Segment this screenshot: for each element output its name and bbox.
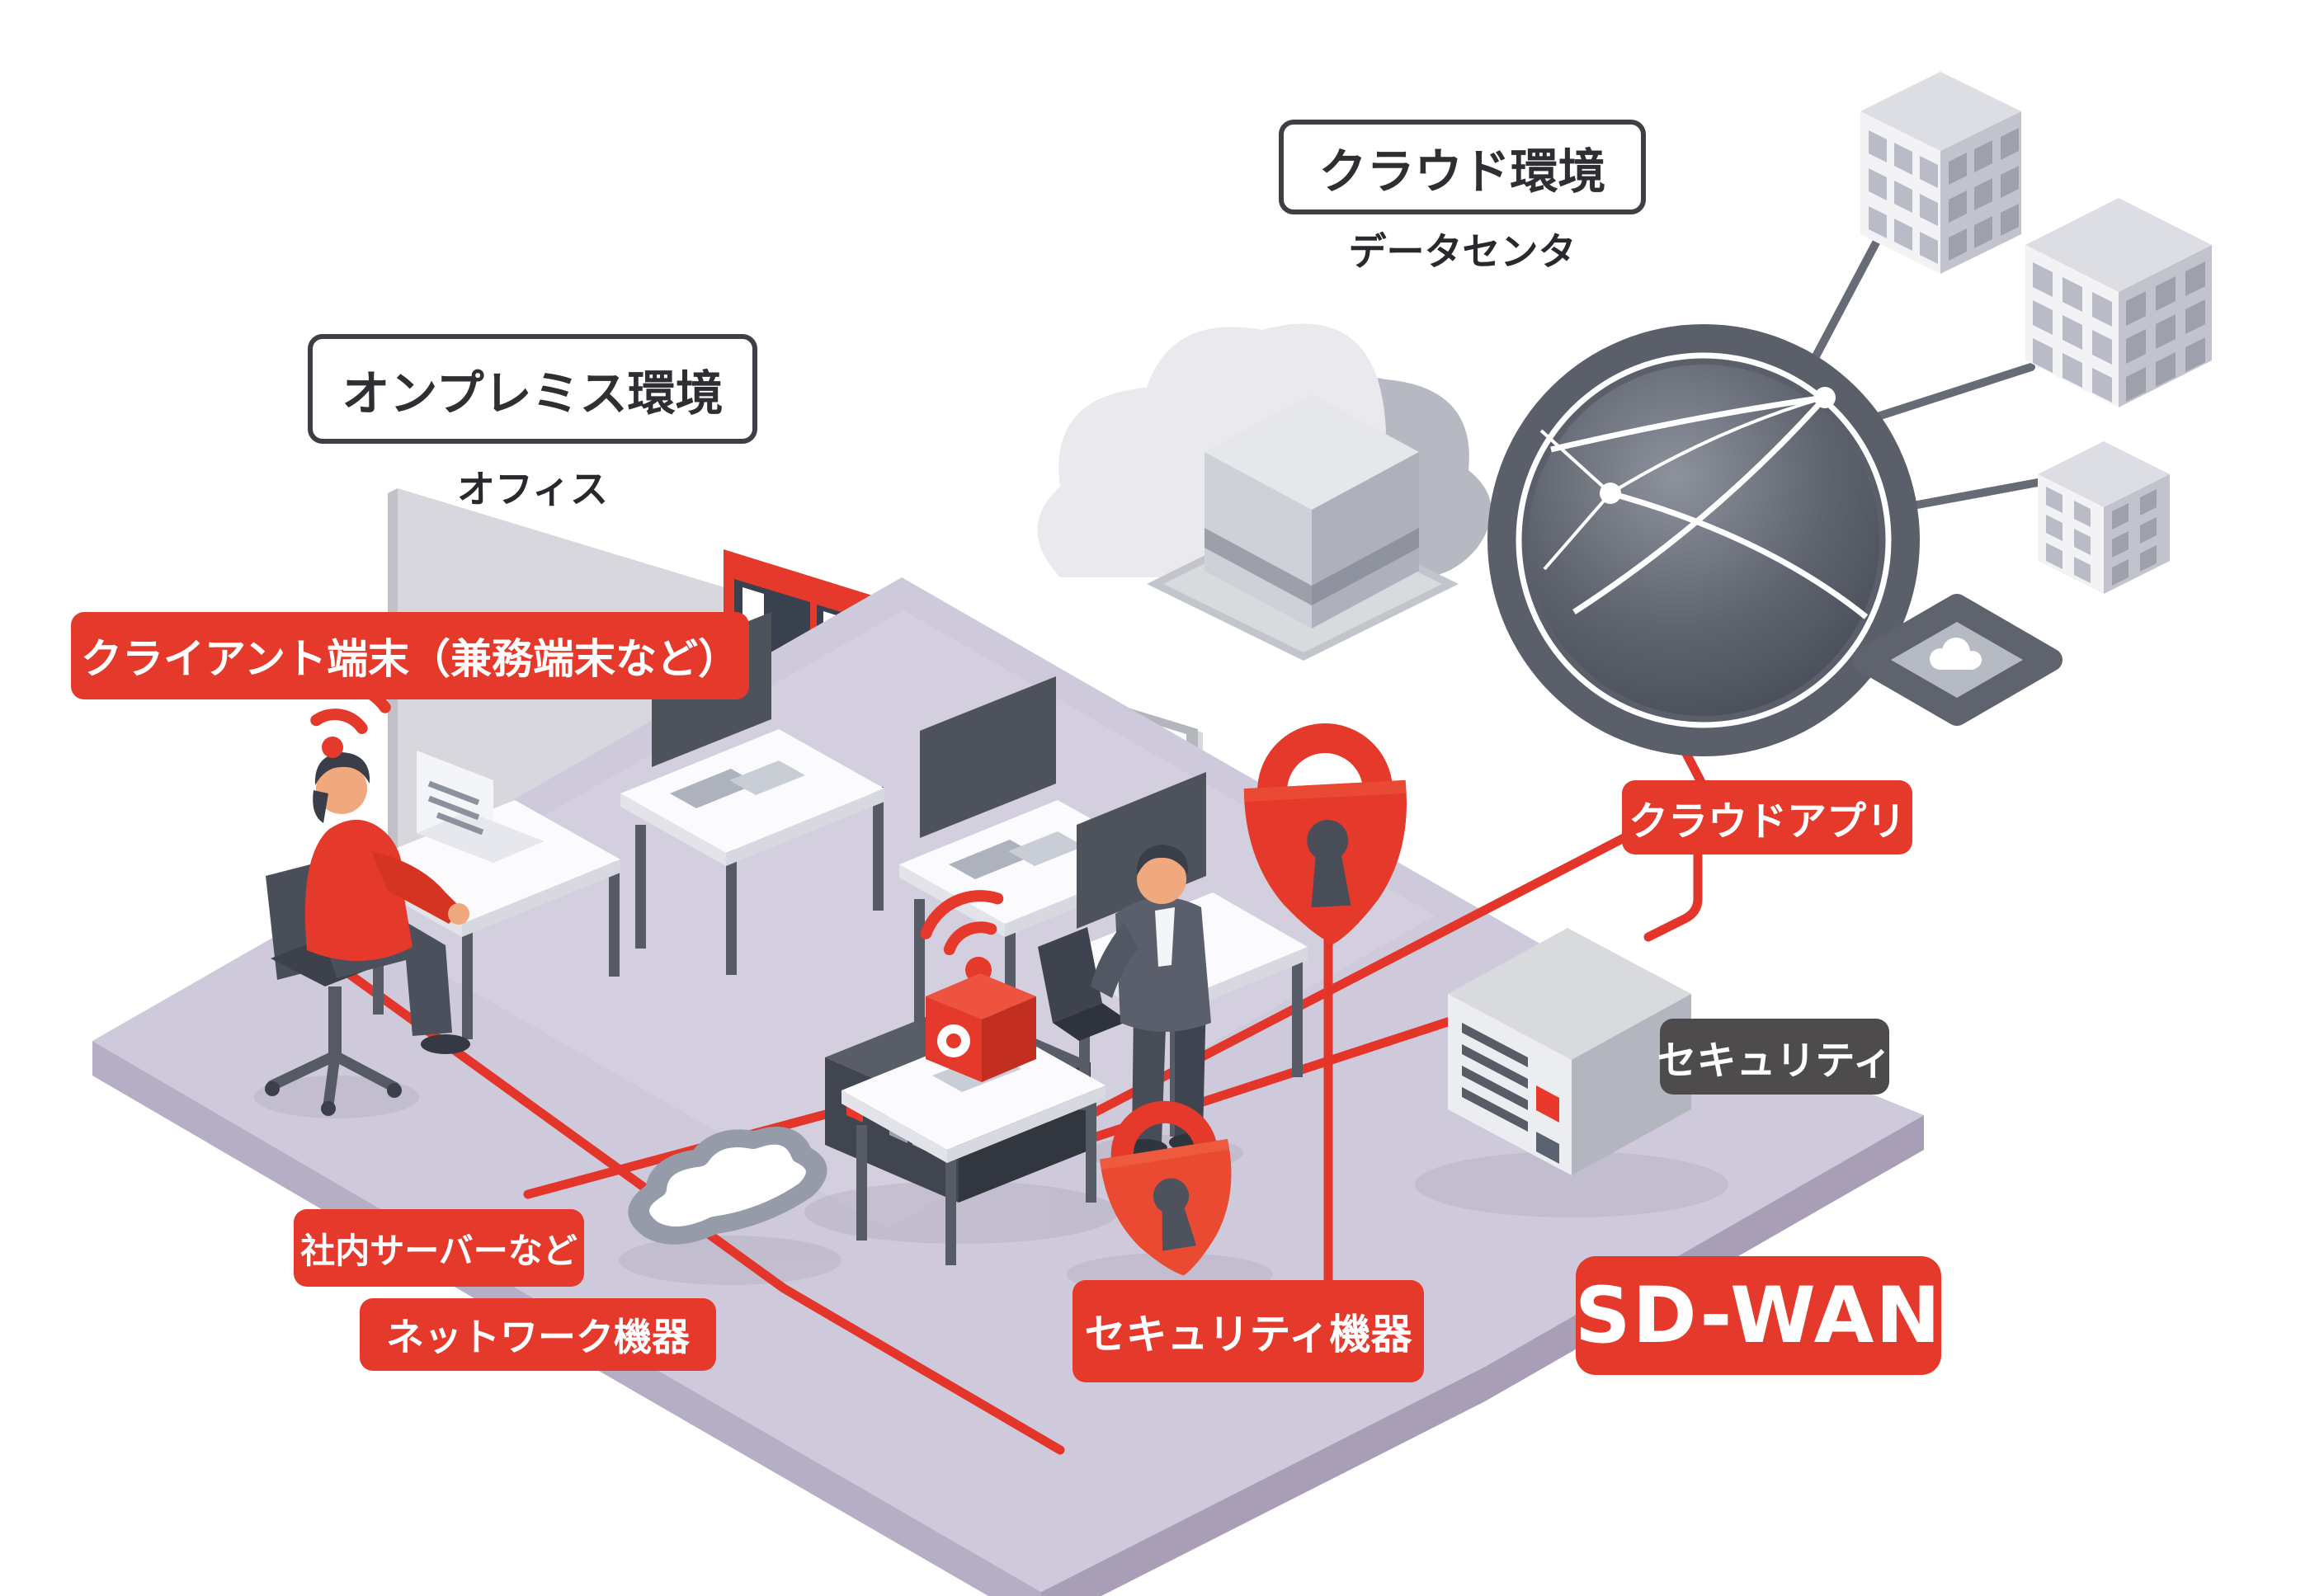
cable-to-cloud-app	[989, 831, 1632, 1170]
cloud-glyph	[1930, 638, 1982, 670]
red-cables	[343, 746, 1708, 1455]
building-icon-1	[1860, 72, 2021, 274]
cable-label-to-appliance	[1643, 849, 1703, 942]
lan-cloud-icon	[628, 1127, 827, 1245]
cable-to-security-appliance	[1041, 1016, 1455, 1158]
cloud-app-tag: クラウドアプリ	[1622, 780, 1912, 854]
cable-globe-to-label	[1680, 746, 1708, 790]
cloud-env-sublabel: データセンタ	[1348, 229, 1577, 274]
wifi-access-point-icon	[920, 890, 1036, 1082]
network-device-tag: ネットワーク機器	[360, 1298, 716, 1371]
cloud-datacenter-icon	[1037, 323, 1492, 661]
onprem-env-sublabel: オフィス	[456, 467, 609, 511]
onprem-env-label: オンプレミス環境	[308, 334, 757, 444]
sitting-person	[265, 678, 470, 1116]
tablet-cloud-icon	[1851, 594, 2062, 726]
globe-network-icon	[1487, 324, 1920, 756]
building-icon-2	[2025, 198, 2212, 407]
client-terminal-tag: クライアント端末（兼務端末など）	[71, 612, 749, 699]
security-device-tag: セキュリティ機器	[1072, 1280, 1424, 1382]
cable-office-run	[343, 968, 1065, 1455]
security-tag: セキュリティ	[1657, 1019, 1893, 1095]
internal-server-tag: 社内サーバーなど	[294, 1209, 584, 1287]
cloud-env-label: クラウド環境	[1279, 120, 1646, 214]
padlock-icon-lower	[1100, 1100, 1232, 1276]
sdwan-tag: SD-WAN	[1575, 1256, 1941, 1375]
padlock-icon-main	[1243, 723, 1407, 944]
building-icon-3	[2038, 441, 2170, 594]
